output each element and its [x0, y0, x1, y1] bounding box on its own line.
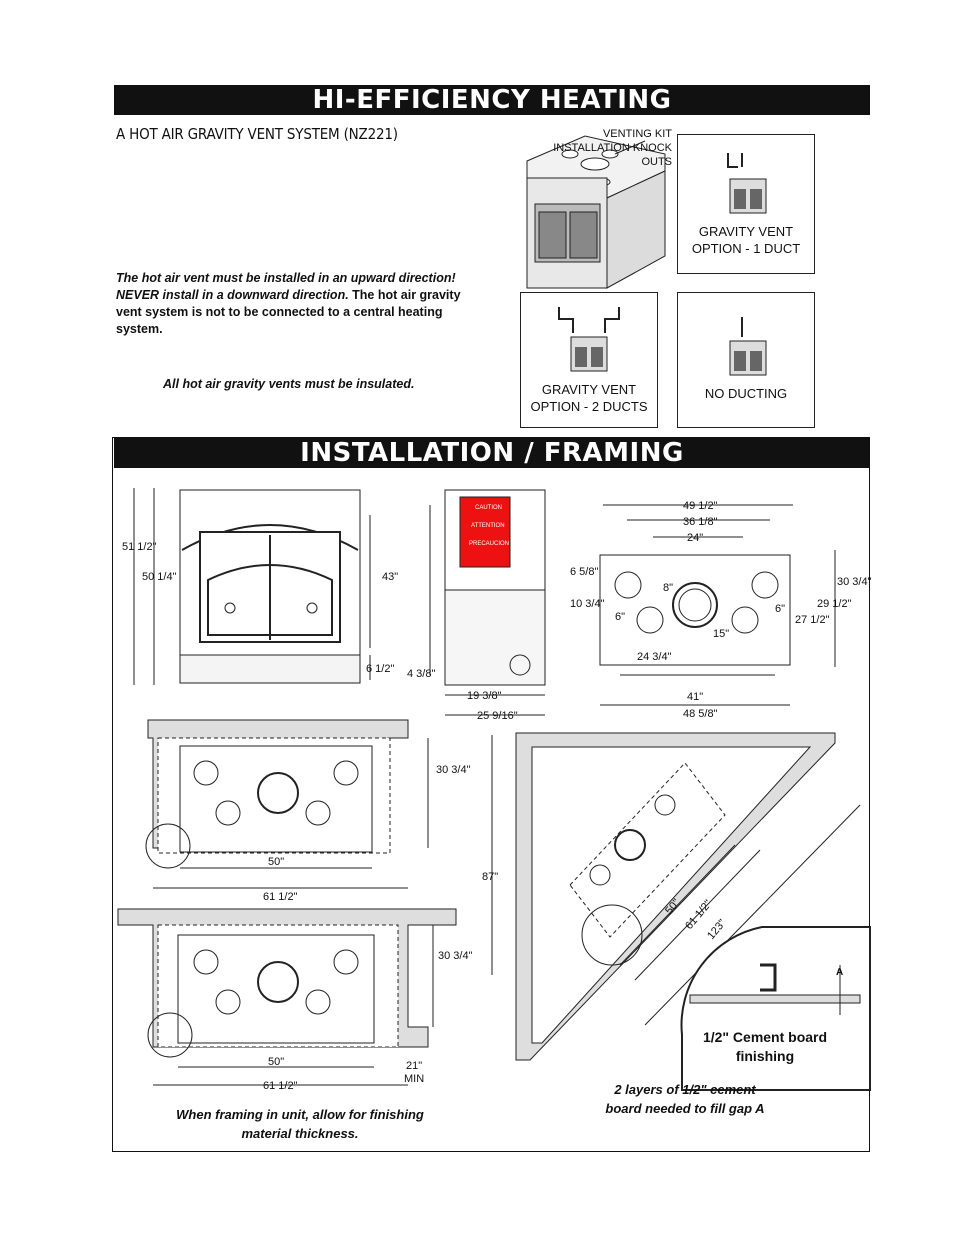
caption-right: 2 layers of 1/2" cement board needed to …	[605, 1082, 765, 1116]
dim-top-d1: 6 5/8"	[570, 566, 598, 578]
dim-overall-height: 51 1/2"	[122, 541, 157, 553]
dim-top-dia6a: 6"	[615, 611, 625, 623]
dim-base-height: 6 1/2"	[366, 663, 394, 675]
dim-top-w3: 24"	[687, 532, 703, 544]
insulation-note: All hot air gravity vents must be insula…	[163, 377, 415, 391]
dim-door-height: 43"	[382, 571, 398, 583]
knockout-fireplace-illustration	[526, 135, 666, 289]
warning-rest: The hot air gravity vent system is not t…	[116, 288, 461, 336]
dim-side-offset: 4 3/8"	[407, 668, 435, 680]
dim-top-w48: 48 5/8"	[683, 708, 718, 720]
corner-install-drawing: 87" 50" 61 1/2" 123"	[482, 732, 861, 1061]
option-2-ducts-label: GRAVITY VENT OPTION - 2 DUCTS	[530, 382, 648, 414]
dim-top-d2: 10 3/4"	[570, 598, 605, 610]
dim-plan2-depth: 30 3/4"	[438, 950, 473, 962]
detail-label: 1/2" Cement board finishing	[702, 1029, 828, 1064]
dim-top-d30: 30 3/4"	[837, 576, 872, 588]
plan-view-2-drawing: 30 3/4" 50" 61 1/2" 21" MIN	[117, 908, 473, 1092]
label-attention: ATTENTION	[471, 523, 505, 529]
dim-plan2-w61: 61 1/2"	[263, 1080, 298, 1092]
dim-top-w24: 24 3/4"	[637, 651, 672, 663]
top-view-drawing: 49 1/2" 36 1/8" 24" 6 5/8" 10 3/4" 8" 6"…	[570, 500, 872, 720]
dim-top-w2: 36 1/8"	[683, 516, 718, 528]
option-no-ducting-label: NO DUCTING	[704, 386, 788, 401]
section-subtitle: A HOT AIR GRAVITY VENT SYSTEM (NZ221)	[116, 125, 398, 143]
dim-plan2-w50: 50"	[268, 1056, 284, 1068]
framing-section	[112, 437, 870, 1152]
dim-side-depth2: 25 9/16"	[477, 710, 518, 722]
label-caution: CAUTION	[475, 505, 502, 511]
section-banner-heating: HI-EFFICIENCY HEATING	[114, 85, 870, 115]
detail-circle-drawing: A	[680, 926, 871, 1091]
dim-plan2-min-label: MIN	[404, 1073, 424, 1085]
warning-italic: The hot air vent must be installed in an…	[116, 271, 456, 302]
venting-kit-label: VENTING KIT INSTALLATION KNOCK OUTS	[553, 128, 672, 168]
side-view-drawing: CAUTION ATTENTION PRECAUCION 4 3/8" 19 3…	[407, 489, 546, 722]
dim-top-dia8: 8"	[663, 582, 673, 594]
dim-top-w1: 49 1/2"	[683, 500, 718, 512]
dim-top-d15: 15"	[713, 628, 729, 640]
label-precaucion: PRECAUCION	[469, 541, 509, 547]
detail-gap-label: A	[836, 967, 843, 978]
dim-top-w41: 41"	[687, 691, 703, 703]
option-1-duct-box: GRAVITY VENT OPTION - 1 DUCT	[677, 134, 815, 274]
dim-top-d29: 29 1/2"	[817, 598, 852, 610]
dim-side-depth1: 19 3/8"	[467, 690, 502, 702]
plan-view-1-drawing: 30 3/4" 50" 61 1/2"	[145, 719, 471, 903]
dim-body-height: 50 1/4"	[142, 571, 177, 583]
caption-left: When framing in unit, allow for finishin…	[176, 1107, 424, 1141]
fireplace-1duct-icon	[727, 153, 767, 214]
dim-plan1-w61: 61 1/2"	[263, 891, 298, 903]
fireplace-no-duct-icon	[729, 317, 767, 376]
dim-plan1-w50: 50"	[268, 856, 284, 868]
dim-corner-height: 87"	[482, 871, 498, 883]
option-2-ducts-box: GRAVITY VENT OPTION - 2 DUCTS	[520, 292, 658, 428]
option-1-duct-label: GRAVITY VENT OPTION - 1 DUCT	[691, 224, 801, 256]
warning-text: The hot air vent must be installed in an…	[116, 270, 486, 338]
dim-plan1-depth: 30 3/4"	[436, 764, 471, 776]
dim-top-dia6b: 6"	[775, 603, 785, 615]
fireplace-2ducts-icon	[558, 307, 620, 372]
section-banner-framing: INSTALLATION / FRAMING	[114, 438, 870, 468]
dim-top-d27: 27 1/2"	[795, 614, 830, 626]
option-no-ducting-box: NO DUCTING	[677, 292, 815, 428]
dim-plan2-min: 21"	[406, 1060, 422, 1072]
front-view-drawing: 51 1/2" 50 1/4" 43" 6 1/2"	[122, 488, 398, 685]
